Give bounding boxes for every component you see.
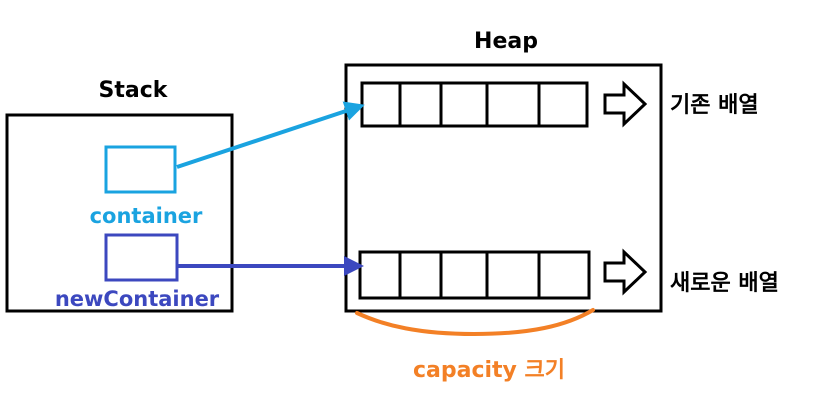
new-array-label: 새로운 배열 <box>670 271 779 296</box>
container-pointer-arrow <box>176 101 365 169</box>
capacity-brace <box>355 308 595 337</box>
new-container-slot <box>104 233 179 282</box>
stack-title: Stack <box>99 78 169 103</box>
old-array <box>360 81 589 128</box>
capacity-label: capacity 크기 <box>413 358 565 383</box>
heap-frame <box>344 63 663 313</box>
stack-frame <box>5 113 234 313</box>
new-array-arrow-icon <box>603 248 648 296</box>
old-array-label: 기존 배열 <box>670 93 759 118</box>
container-slot <box>104 145 177 194</box>
new-array-frame <box>358 250 591 300</box>
container-label: container <box>90 204 203 228</box>
new-container-label: newContainer <box>55 287 220 311</box>
old-array-arrow-icon <box>603 80 648 128</box>
new-array <box>358 250 591 300</box>
heap-title: Heap <box>474 29 538 54</box>
old-array-frame <box>360 81 589 128</box>
